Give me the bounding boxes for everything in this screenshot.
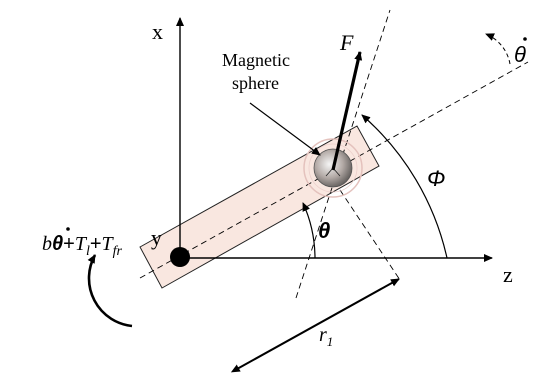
force-arrow [331,51,363,171]
theta-dot-label: θ [514,42,526,67]
sphere-ring [303,138,363,198]
theta-label: θ [318,218,330,243]
torque-curved-arrow [87,254,133,328]
sphere-ring-inner [308,143,358,193]
torque-expression: bθ+Tl+Tfr [42,233,123,259]
phi-label: Φ [427,166,445,191]
theta-dot-rotation-arrow [485,33,511,65]
magnetic-sphere-label-line1: Magnetic [222,50,290,70]
z-axis-label: z [503,262,513,287]
force-label: F [339,30,354,55]
r1-label: r1 [319,324,333,349]
sphere-pointer-arrow [249,102,321,156]
theta-angle-arc [302,202,316,259]
r1-dimension-arrow [230,278,400,373]
arm-end-perpendicular-dashed [339,189,401,281]
pivot-dot-icon [170,247,190,267]
x-axis-label: x [152,19,163,44]
phi-angle-arc [361,114,448,259]
torque-theta-dot [66,227,70,231]
theta-dot-dot [523,37,527,41]
magnetic-sphere-label-line2: sphere [232,73,279,93]
y-axis-label: y [151,225,162,250]
